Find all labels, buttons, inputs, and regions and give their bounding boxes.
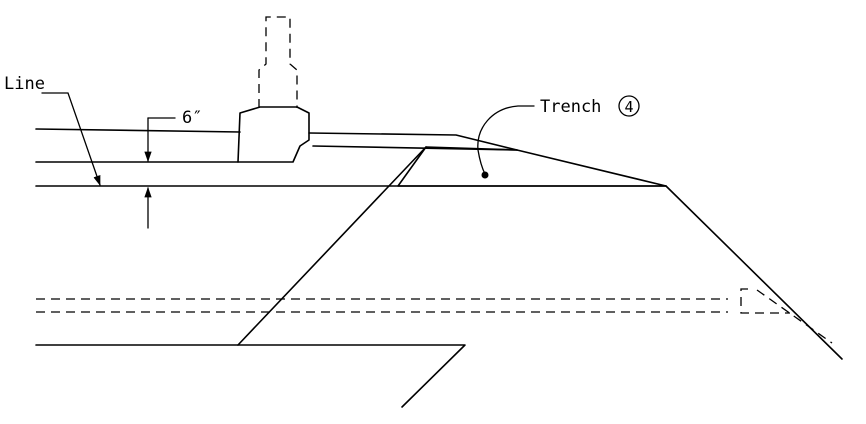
line-label: Line [4,74,45,94]
dashed-equipment-outline [258,16,298,108]
trench-leader-dot [481,171,489,179]
curb-section [237,106,310,163]
callout-number: 4 [624,98,633,116]
slope-right [665,185,843,360]
dashed-bracket [740,288,790,314]
top-surface-left [35,128,241,133]
dashed-slope-offset [756,289,833,344]
line-leader [41,92,101,186]
top-surface-right [308,132,518,151]
trench-callout: 4 [618,95,640,117]
depth-label: 6″ [182,108,202,128]
trench-leader [477,105,535,175]
trench-wall-diagonal [237,146,427,346]
trench-fill [397,146,667,187]
callout-circle [618,95,640,117]
trench-label: Trench [540,97,601,117]
bottom-line [35,344,466,408]
